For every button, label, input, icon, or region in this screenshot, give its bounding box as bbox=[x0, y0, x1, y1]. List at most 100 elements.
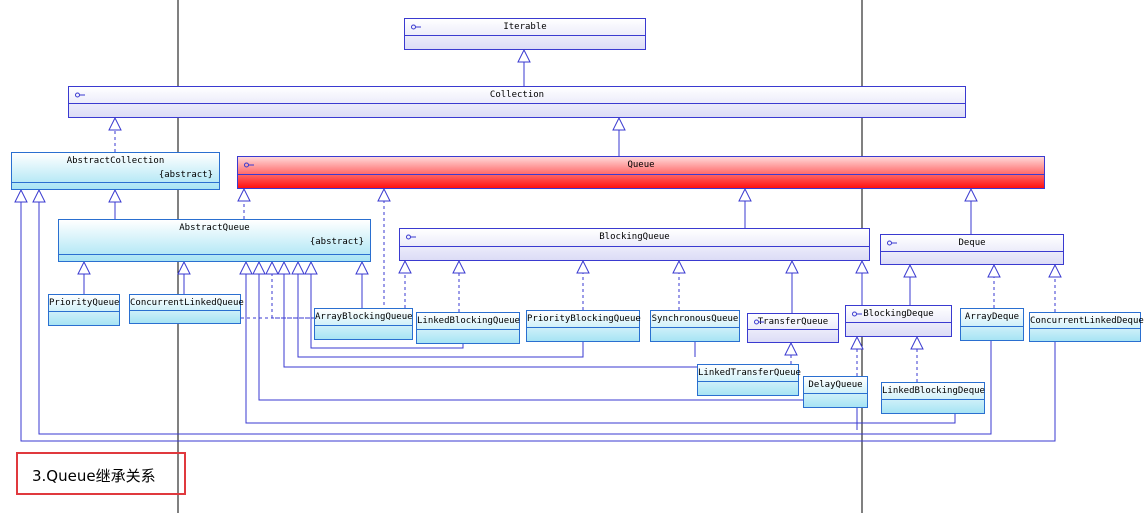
node-name: ConcurrentLinkedDeque bbox=[1030, 316, 1144, 326]
node-linked-transfer-queue: LinkedTransferQueue bbox=[697, 364, 801, 396]
compartment-divider bbox=[400, 246, 869, 247]
node-name: LinkedBlockingDeque bbox=[882, 386, 985, 396]
interface-lollipop-icon bbox=[754, 319, 764, 325]
edge-ltq-abstractqueue-arrowhead bbox=[277, 260, 291, 275]
edge-clq-queue-arrowhead bbox=[377, 187, 391, 202]
edge-blockingdeque-blockingqueue-arrowhead bbox=[855, 259, 869, 274]
edge-prioritybq-abstractqueue bbox=[297, 262, 584, 358]
edge-linkedbq-blockingqueue-arrowhead bbox=[452, 259, 466, 274]
compartment-divider bbox=[651, 327, 739, 328]
edge-ltq-abstractqueue bbox=[283, 262, 697, 368]
caption-box: 3.Queue继承关系 bbox=[16, 452, 186, 495]
compartment-divider bbox=[527, 327, 639, 328]
edge-prioritybq-blockingqueue-arrowhead bbox=[576, 259, 590, 274]
node-abstract-queue: AbstractQueue{abstract} bbox=[58, 219, 371, 262]
edge-priorityqueue-abstractqueue-arrowhead bbox=[77, 260, 91, 275]
edge-delayq-abstractqueue-arrowhead bbox=[252, 260, 266, 275]
edge-collection-iterable-arrowhead bbox=[517, 48, 531, 63]
compartment-divider bbox=[882, 399, 984, 400]
edge-blockingqueue-queue-arrowhead bbox=[738, 187, 752, 202]
node-name: AbstractQueue bbox=[179, 223, 250, 233]
interface-lollipop-icon bbox=[411, 24, 421, 30]
caption: 3.Queue继承关系 bbox=[32, 467, 156, 485]
node-name: BlockingQueue bbox=[599, 232, 670, 242]
edge-synchronousq-blockingqueue-arrowhead bbox=[672, 259, 686, 274]
node-priority-blocking-queue: PriorityBlockingQueue bbox=[526, 310, 641, 342]
compartment-divider bbox=[49, 311, 119, 312]
edge-lbd-abstractqueue-arrowhead bbox=[239, 260, 253, 275]
interface-lollipop-icon bbox=[75, 92, 85, 98]
compartment-divider bbox=[804, 393, 867, 394]
edge-cld-deque-arrowhead bbox=[1048, 263, 1062, 278]
node-name: PriorityBlockingQueue bbox=[527, 314, 641, 324]
edge-arraydeque-abstractcollection-arrowhead bbox=[32, 188, 46, 203]
edge-queue-collection-arrowhead bbox=[612, 116, 626, 131]
node-name: Deque bbox=[958, 238, 986, 248]
edge-transferq-blockingqueue-arrowhead bbox=[785, 259, 799, 274]
node-name: Collection bbox=[489, 90, 545, 100]
edge-arraydeque-abstractcollection bbox=[38, 190, 992, 435]
node-name: BlockingDeque bbox=[863, 309, 934, 319]
compartment-divider bbox=[881, 251, 1063, 252]
edge-clq-queue bbox=[241, 189, 385, 319]
node-concurrent-linked-queue: ConcurrentLinkedQueue bbox=[129, 294, 244, 324]
compartment-divider bbox=[1030, 328, 1140, 329]
node-iterable: Iterable bbox=[404, 18, 646, 50]
node-name: ConcurrentLinkedQueue bbox=[130, 298, 244, 308]
edge-blockingdeque-deque-arrowhead bbox=[903, 263, 917, 278]
edge-abstractqueue-queue-arrowhead bbox=[237, 187, 251, 202]
edge-arraybq-abstractqueue-2-arrowhead bbox=[265, 260, 279, 275]
node-array-blocking-queue: ArrayBlockingQueue bbox=[314, 308, 413, 340]
node-name: Queue bbox=[627, 160, 655, 170]
compartment-divider bbox=[698, 381, 798, 382]
node-linked-blocking-deque: LinkedBlockingDeque bbox=[881, 382, 985, 414]
compartment-divider bbox=[961, 326, 1023, 327]
node-name: LinkedBlockingQueue bbox=[417, 316, 520, 326]
node-transfer-queue: TransferQueue bbox=[747, 313, 839, 343]
interface-lollipop-icon bbox=[244, 162, 254, 168]
edge-lbd-blockingdeque-arrowhead bbox=[910, 335, 924, 350]
edge-delayqueue-blockingqueue-arrowhead bbox=[850, 335, 864, 350]
edge-arraydeque-deque-arrowhead bbox=[987, 263, 1001, 278]
compartment-divider bbox=[405, 35, 645, 36]
node-name: SynchronousQueue bbox=[651, 314, 739, 324]
compartment-divider bbox=[12, 182, 219, 183]
node-delay-queue: DelayQueue bbox=[803, 376, 868, 408]
compartment-divider bbox=[846, 322, 951, 323]
edge-linkedbq-abstractqueue-arrowhead bbox=[304, 260, 318, 275]
compartment-divider bbox=[417, 329, 519, 330]
edge-arraybq-abstractqueue-arrowhead bbox=[355, 260, 369, 275]
node-name: Iterable bbox=[503, 22, 547, 32]
node-synchronous-queue: SynchronousQueue bbox=[650, 310, 740, 342]
node-name: AbstractCollection bbox=[66, 156, 165, 166]
compartment-divider bbox=[130, 310, 240, 311]
node-abstract-collection: AbstractCollection {abstract} bbox=[11, 152, 220, 190]
interface-lollipop-icon bbox=[406, 234, 416, 240]
edge-cld-abstractcollection-arrowhead bbox=[14, 188, 28, 203]
node-collection: Collection bbox=[68, 86, 966, 118]
compartment-divider bbox=[238, 174, 1044, 175]
edge-arraybq-blockingqueue-arrowhead bbox=[398, 259, 412, 274]
edge-ltq-transferqueue-arrowhead bbox=[784, 341, 798, 356]
node-deque: Deque bbox=[880, 234, 1064, 265]
abstract-tag: {abstract} bbox=[158, 170, 213, 180]
compartment-divider bbox=[315, 325, 412, 326]
node-name: TransferQueue bbox=[757, 317, 829, 327]
edge-lbd-abstractqueue bbox=[245, 262, 956, 424]
interface-lollipop-icon bbox=[852, 311, 862, 317]
edge-prioritybq-abstractqueue-arrowhead bbox=[291, 260, 305, 275]
node-name: LinkedTransferQueue bbox=[698, 368, 801, 378]
node-concurrent-linked-deque: ConcurrentLinkedDeque bbox=[1029, 312, 1144, 342]
edge-clq-abstractqueue-arrowhead bbox=[177, 260, 191, 275]
edge-deque-queue-arrowhead bbox=[964, 187, 978, 202]
interface-lollipop-icon bbox=[887, 240, 897, 246]
edge-cld-abstractcollection bbox=[20, 190, 1056, 442]
node-name: ArrayDeque bbox=[964, 312, 1020, 322]
node-name: ArrayBlockingQueue bbox=[315, 312, 413, 322]
node-name: DelayQueue bbox=[808, 380, 863, 390]
node-blocking-deque: BlockingDeque bbox=[845, 305, 952, 337]
edge-abstractcollection-collection-arrowhead bbox=[108, 116, 122, 131]
node-name: PriorityQueue bbox=[49, 298, 120, 308]
compartment-divider bbox=[748, 329, 838, 330]
